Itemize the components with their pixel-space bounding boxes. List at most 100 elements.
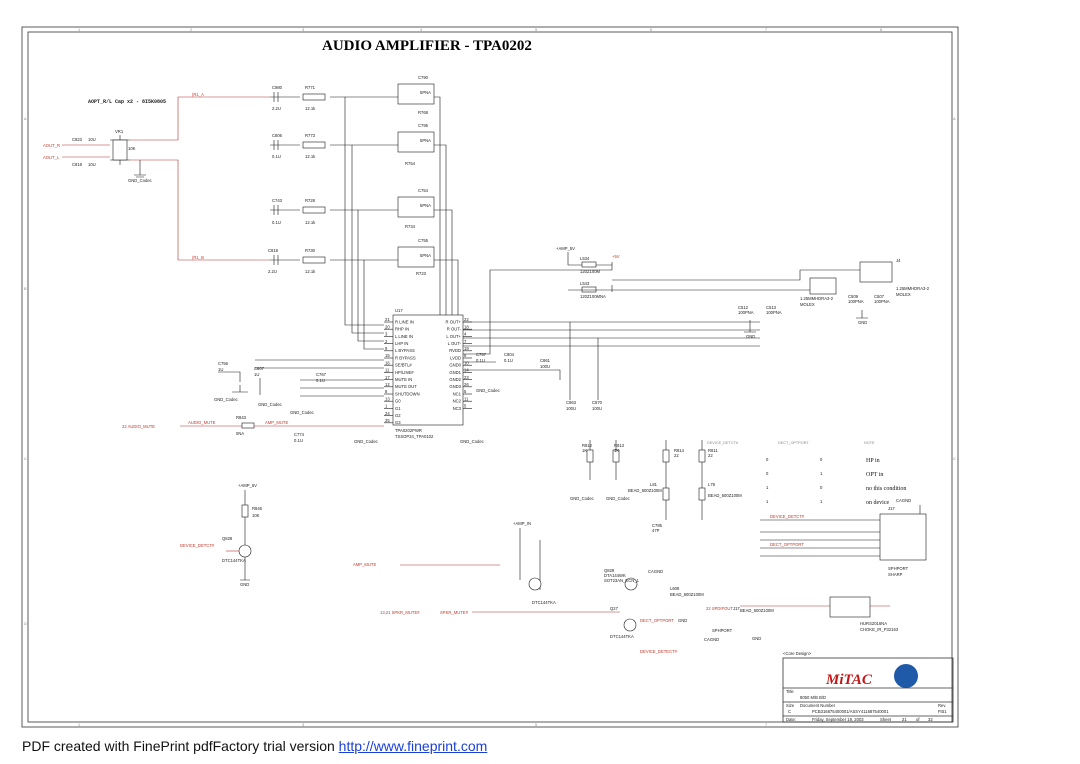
r813-ref: R813: [614, 443, 625, 448]
r730-val: 12.1k: [305, 269, 316, 274]
gnd-spdif: GND: [678, 618, 687, 623]
decoupling: C756 1U GND_Codec C807 1U GND_Codec C767…: [214, 322, 603, 411]
rc-stages: C980 2.2U R771 12.1k C790 5PNA R768 C806…: [268, 75, 459, 350]
c863-val: 100U: [566, 406, 576, 411]
date-value: Friday, September 19, 2003: [812, 717, 864, 722]
r812-ref: R812: [582, 443, 593, 448]
ic-pin-right-number: 18: [464, 324, 469, 329]
c743-val: 0.1U: [272, 220, 281, 225]
ic-pin-left-name: LHP IN: [395, 341, 408, 346]
ic-pin-left-name: L LINE IN: [395, 334, 413, 339]
c743-ref: C743: [272, 198, 283, 203]
vr1-ref: VR1: [115, 129, 124, 134]
gnd-j3: GND: [746, 334, 755, 339]
ic-pin-right-name: NC1: [453, 391, 462, 396]
col-3: 3: [302, 28, 304, 32]
l76-ref: HURS2016NA: [860, 621, 887, 626]
gnd-codec-2: GND_Codec: [258, 402, 282, 407]
r773-val: 12.1k: [305, 154, 316, 159]
opt-detect-net: DECT_OPTPORT: [640, 618, 674, 623]
c818-ref: C818: [72, 162, 83, 167]
amp5v-b-net: +AMP_5V: [238, 483, 257, 488]
r846-val: 10K: [252, 513, 260, 518]
l81-ref: L81: [650, 482, 658, 487]
c763-val: BEAD_600Z100M: [670, 592, 704, 597]
size-value: C: [788, 709, 791, 714]
r811-val: 22: [708, 453, 713, 458]
ic-pin-right-name: NC3: [453, 406, 462, 411]
aout-l-net: AOUT_L: [43, 155, 60, 160]
c790-ref: C790: [418, 75, 429, 80]
c507-val: 100PNA: [874, 299, 890, 304]
ic-pin-right-number: 10: [464, 360, 469, 365]
mute-driver: +AMP_5V R846 10K Q828 DTC144TKA DEVICE_D…: [180, 483, 263, 587]
ic-pin-right-number: 26: [464, 382, 469, 387]
l543-val: 120Z100MNA: [580, 294, 606, 299]
c795-val: 5PNA: [420, 138, 431, 143]
c774-ref: C774: [294, 432, 305, 437]
c509-val: 100PNA: [848, 299, 864, 304]
c813-val: 47P: [652, 528, 660, 533]
ic-pin-right-number: 7: [464, 339, 467, 344]
c509-ref: C509: [848, 294, 859, 299]
j4-maker: MOLEX: [896, 292, 911, 297]
ic-pin-right-name: NC2: [453, 399, 462, 404]
ic-pin-left-name: RHP IN: [395, 327, 409, 332]
c767-val: 0.1U: [316, 378, 325, 383]
r771-val: 12.1k: [305, 106, 316, 111]
ic-u17: U17 TPA0202PWR TSSOP24_TPA0102: [392, 308, 464, 439]
company-logo-text: MiTAC: [825, 672, 873, 688]
c795-ref: C795: [418, 123, 429, 128]
c806-ref: C806: [272, 133, 283, 138]
company-logo-icon: [894, 664, 918, 688]
ic-pin-left-number: 15: [385, 353, 390, 358]
ic-pin-right-name: LVDD: [450, 355, 461, 360]
mute-input: 22 AUDIO_MUTE AUDIO_MUTE R843 0NA AMP_MU…: [122, 410, 484, 444]
doc-label: Document Number: [800, 703, 836, 708]
ic-pin-left-number: 16: [385, 360, 390, 365]
of-value: 32: [928, 717, 933, 722]
q829-ref: Q829: [604, 568, 615, 573]
truth-table: DEVICE_DETCT# DECT_OPTPORT NOTE 0 0 HP i…: [707, 441, 906, 506]
ic-pin-right-number: 5: [464, 389, 467, 394]
r812-val: 1K: [582, 448, 587, 453]
col-8: 8: [880, 28, 882, 32]
fineprint-link[interactable]: http://www.fineprint.com: [338, 738, 488, 754]
spkr-mute-net: 13,21 SPKR_MUTE#: [380, 610, 420, 615]
c785-val: SPHPORT: [712, 628, 733, 633]
col-7-bottom: 7: [765, 723, 767, 727]
col-5-bottom: 5: [535, 723, 537, 727]
cagnd-3: CAGND: [896, 498, 911, 503]
gnd-codec-1: GND_Codec: [214, 397, 238, 402]
j17-maker: SHARP: [888, 572, 903, 577]
tt-r4-a: 1: [766, 499, 769, 504]
r768-ref: R768: [418, 110, 429, 115]
col-1: 1: [78, 28, 80, 32]
tt-hdr-1: DEVICE_DETCT#: [707, 441, 739, 445]
ic-pin-left-name: MUTE IN: [395, 377, 412, 382]
row-b: B: [24, 287, 27, 291]
ic-pin-right-name: R OUT-: [447, 327, 462, 332]
row-c-right: C: [953, 457, 956, 461]
tt-hdr-2: DECT_OPTPORT: [778, 441, 809, 445]
tt-r3-a: 1: [766, 485, 769, 490]
q27-val: DTC144TKA: [610, 634, 634, 639]
r813-val: 1K: [614, 448, 619, 453]
r843-ref: R843: [236, 415, 247, 420]
c767-ref: C767: [316, 372, 327, 377]
col-5: 5: [535, 28, 537, 32]
c804-ref: C804: [504, 352, 515, 357]
gnd-j4: GND: [858, 320, 867, 325]
ic-pin-left-number: 24: [385, 411, 390, 416]
vdd-net: +5V: [612, 254, 620, 259]
j4-val: 1.25MMHDRA3-2: [896, 286, 930, 291]
l608-val: BEAD_600Z100M: [740, 608, 774, 613]
of-label: of: [916, 717, 920, 722]
device-detect3-net: DEVICE_DETECT#: [640, 649, 678, 654]
r811-ref: R811: [708, 448, 718, 453]
cagnd-1: CAGND: [648, 569, 663, 574]
device-detect-net: DEVICE_DETCT#: [180, 543, 215, 548]
tt-r2-b: 1: [820, 471, 823, 476]
